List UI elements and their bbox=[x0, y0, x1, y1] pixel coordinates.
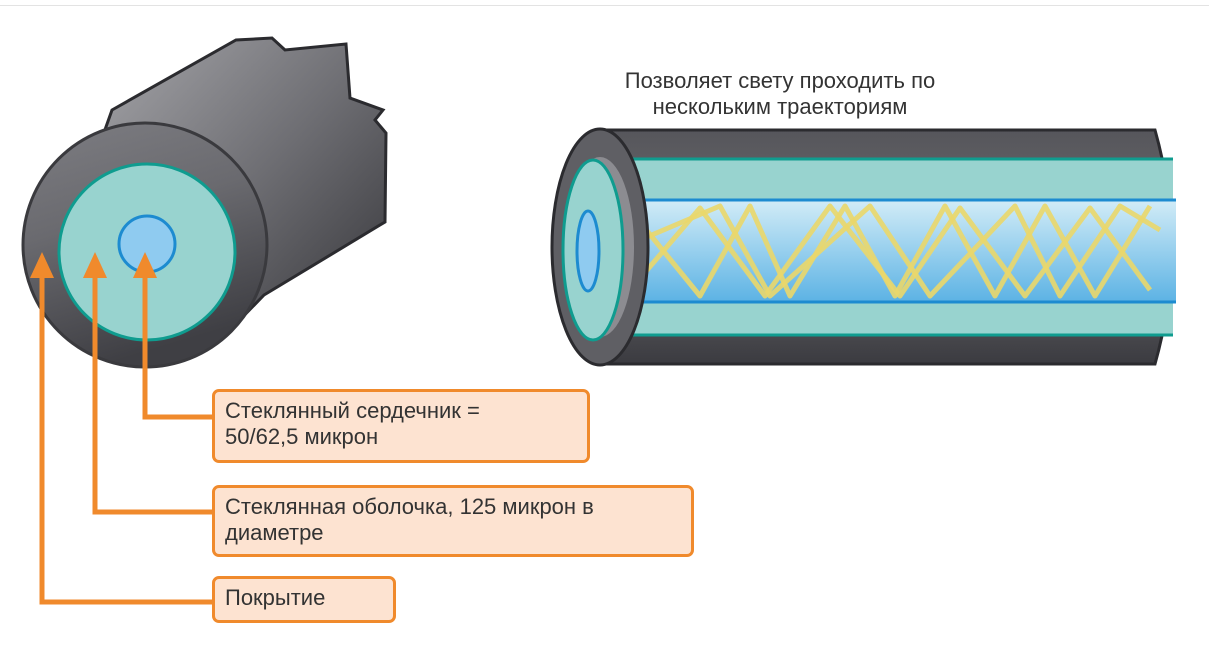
fiber-cross-section-icon bbox=[21, 36, 388, 369]
leader-arrows bbox=[30, 252, 212, 605]
core-callout-line-1: Стеклянный сердечник = bbox=[225, 398, 480, 423]
end-cap-core bbox=[575, 209, 601, 293]
coating-callout: Покрытие bbox=[212, 576, 396, 623]
coating-callout-label: Покрытие bbox=[225, 585, 326, 610]
light-rays bbox=[628, 203, 1162, 299]
core-leader-line bbox=[142, 270, 212, 420]
light-ray-1 bbox=[628, 203, 1153, 299]
cladding-callout-line-2: диаметре bbox=[225, 520, 324, 545]
caption-line-2: нескольким траекториям bbox=[652, 94, 908, 119]
fiber-side-view-icon bbox=[550, 127, 1176, 367]
cladding-callout: Стеклянная оболочка, 125 микрон в диамет… bbox=[212, 485, 694, 557]
coating-leader-line bbox=[39, 270, 212, 605]
core-arrow-head bbox=[133, 252, 157, 278]
caption-line-1: Позволяет свету проходить по bbox=[624, 68, 936, 93]
coating-arrow-head bbox=[30, 252, 54, 278]
cladding-arrow-head bbox=[83, 252, 107, 278]
light-ray-2 bbox=[628, 203, 1153, 299]
top-divider bbox=[0, 5, 1209, 6]
core-callout: Стеклянный сердечник = 50/62,5 микрон bbox=[212, 389, 590, 463]
cladding-callout-line-1: Стеклянная оболочка, 125 микрон в bbox=[225, 494, 594, 519]
multipath-caption: Позволяет свету проходить по нескольким … bbox=[560, 68, 1000, 120]
cladding-leader-line bbox=[92, 270, 212, 515]
core-callout-line-2: 50/62,5 микрон bbox=[225, 424, 379, 449]
light-ray-3 bbox=[639, 203, 1162, 299]
